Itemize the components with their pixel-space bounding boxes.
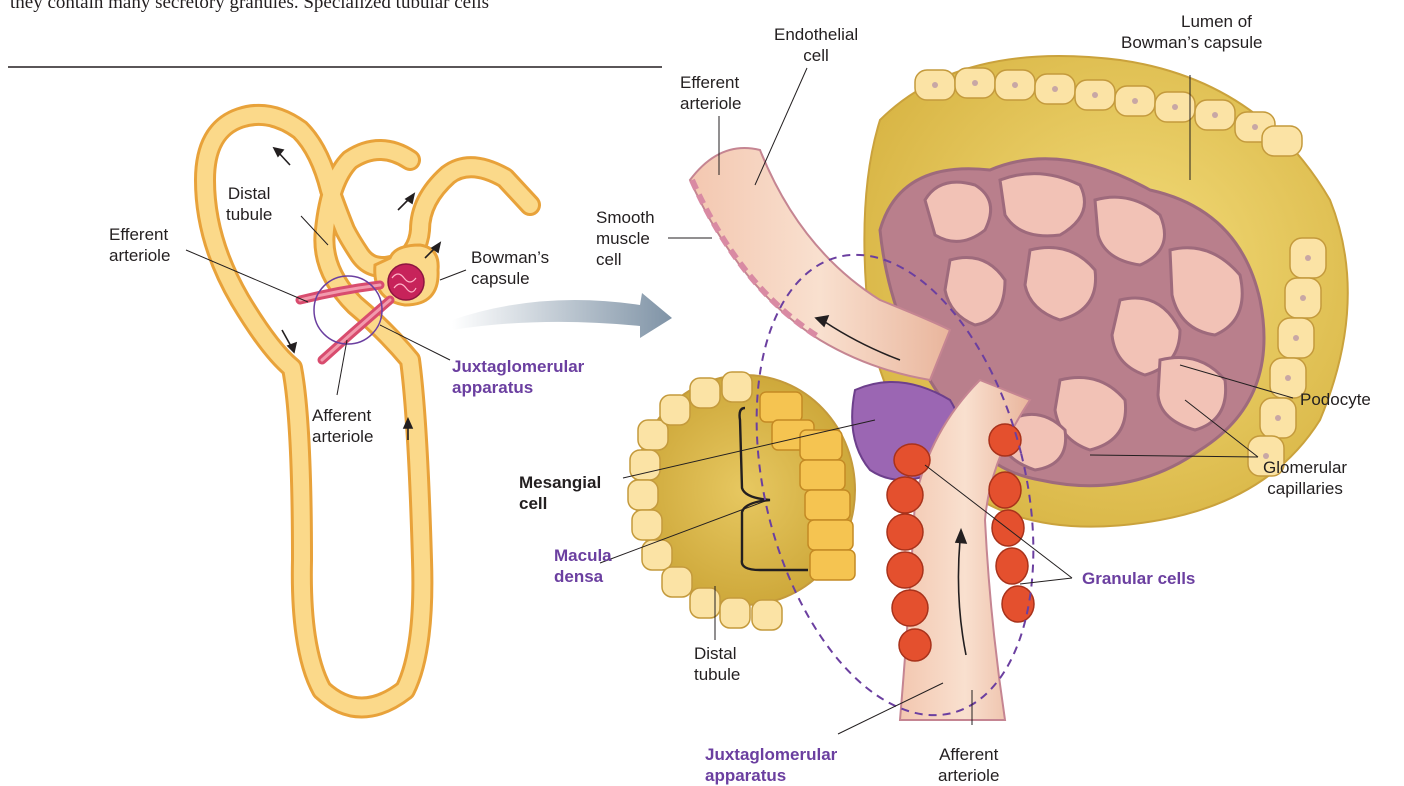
right-afferent-arteriole-label: Afferent arteriole	[938, 744, 999, 786]
jga-detail	[600, 56, 1348, 744]
left-juxtaglomerular-apparatus-label: Juxtaglomerular apparatus	[452, 356, 584, 398]
right-juxtaglomerular-apparatus-label: Juxtaglomerular apparatus	[705, 744, 837, 786]
macula-densa-label: Macula densa	[554, 545, 612, 587]
smooth-muscle-cell-label: Smooth muscle cell	[596, 207, 655, 270]
endothelial-cell-label: Endothelial cell	[774, 24, 858, 66]
left-bowmans-capsule-label: Bowman’s capsule	[471, 247, 549, 289]
lumen-of-bowmans-capsule-label: Lumen of Bowman’s capsule	[1121, 11, 1262, 53]
podocyte-label: Podocyte	[1300, 389, 1371, 410]
mesangial-cell-label: Mesangial cell	[519, 472, 601, 514]
left-afferent-arteriole-label: Afferent arteriole	[312, 405, 373, 447]
right-efferent-arteriole-label: Efferent arteriole	[680, 72, 741, 114]
left-efferent-arteriole-label: Efferent arteriole	[109, 224, 170, 266]
zoom-arrow	[452, 293, 672, 338]
glomerulus	[388, 264, 424, 300]
left-distal-tubule-label: Distal tubule	[226, 183, 272, 225]
glomerular-capillaries-label: Glomerular capillaries	[1263, 457, 1347, 499]
granular-cells-label: Granular cells	[1082, 568, 1195, 589]
right-distal-tubule-label: Distal tubule	[694, 643, 740, 685]
